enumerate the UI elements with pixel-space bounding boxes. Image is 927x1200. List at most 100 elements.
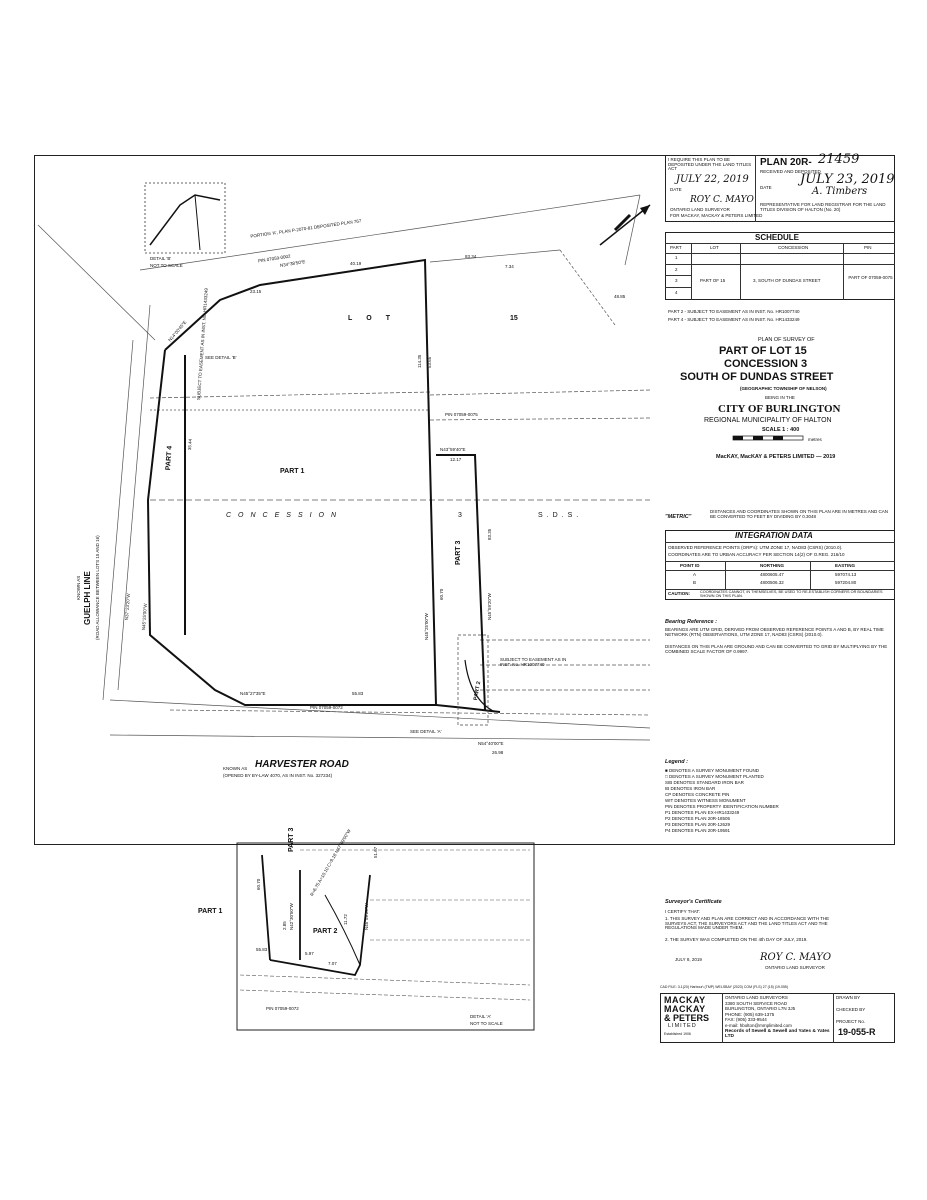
schedule-col-line — [691, 243, 692, 300]
detail-a-distance-6: 51.67 — [373, 846, 378, 858]
road-known-as: KNOWN AS — [223, 766, 248, 771]
distance-3: 55.83 — [352, 691, 364, 696]
surveyor-firm-top: FOR MACKAY, MACKAY & PETERS LIMITED — [670, 213, 763, 218]
certificate-signature: ROY C. MAYO — [760, 952, 832, 963]
detail-a-part3: PART 3 — [288, 827, 295, 852]
detail-a-part1: PART 1 — [198, 908, 223, 915]
integration-observed: OBSERVED REFERENCE POINTS (ORP's): UTM Z… — [668, 545, 843, 550]
firm-name-4: LIMITED — [668, 1023, 697, 1029]
lot-line-top — [429, 249, 561, 263]
certificate-signer-title: ONTARIO LAND SURVEYOR — [765, 965, 825, 970]
pin-0075-label: PIN 07059-0075 — [445, 412, 478, 417]
certificate-title: Surveyor's Certificate — [665, 899, 722, 905]
firm-address: BURLINGTON, ONTARIO L7N 3J5 — [725, 1006, 796, 1011]
cad-file: CAD FILE: 3-1(20) Harbour\ (TMP) WELSBAY… — [660, 985, 789, 989]
north-arrow-icon — [599, 204, 651, 246]
detail-a-scale: NOT TO SCALE — [470, 1021, 503, 1026]
registrar-note: REPRESENTATIVE FOR LAND REGISTRAR FOR TH… — [760, 202, 886, 212]
integration-header-point: POINT ID — [680, 563, 700, 568]
legend-item: P2 DENOTES PLAN 20R-18505 — [665, 816, 731, 821]
legend-item: ■ DENOTES A SURVEY MONUMENT FOUND — [665, 768, 759, 773]
detail-b-scale: NOT TO SCALE — [150, 263, 183, 268]
see-detail-a-label: SEE DETAIL 'A' — [410, 729, 442, 734]
bearing-6: N45°59'20"W — [487, 593, 492, 620]
schedule-note-2: PART 4 - SUBJECT TO EASEMENT AS IN INST.… — [668, 317, 800, 322]
integration-header-northing: NORTHING — [760, 563, 784, 568]
plan-number: 21459 — [818, 152, 860, 167]
received-date: JULY 23, 2019 — [800, 172, 895, 187]
detail-a-part2: PART 2 — [313, 928, 338, 935]
bearing-3: N45°27'35"E — [240, 691, 266, 696]
firm-email: e-mail: hbolton@mmplimited.com — [725, 1022, 792, 1028]
detail-a-box — [236, 842, 535, 1031]
distance-13: 83.34 — [465, 254, 477, 259]
deposit-date-label: DATE — [670, 187, 682, 192]
detail-b-line — [149, 194, 221, 246]
lot-label: LOT — [348, 315, 404, 322]
guelph-line-edge-2 — [117, 304, 151, 691]
schedule-title: SCHEDULE — [755, 233, 800, 242]
schedule-part-1: 1 — [675, 255, 678, 260]
detail-a-west-line — [261, 854, 271, 961]
certificate-item-2: 2. THE SURVEY WAS COMPLETED ON THE 4th D… — [665, 937, 808, 942]
scale-unit: metres — [808, 437, 822, 442]
detail-a-distance-5: 60.70 — [256, 878, 261, 890]
road-edge-north — [109, 699, 651, 729]
title-line-8: REGIONAL MUNICIPALITY OF HALTON — [704, 417, 832, 424]
bearing-2: N43°59'40"E — [440, 447, 466, 452]
schedule-part-4: 4 — [675, 290, 678, 295]
integration-row-line — [665, 589, 895, 590]
title-line-3: CONCESSION 3 — [724, 358, 808, 370]
lot-number: 15 — [510, 315, 518, 322]
surveyor-title-top: ONTARIO LAND SURVEYOR — [670, 207, 730, 212]
legend-item: CP DENOTES CONCRETE PIN — [665, 792, 730, 797]
detail-b-title: DETAIL 'B' — [150, 256, 172, 261]
plan-label: PLAN 20R- — [760, 157, 812, 168]
deposit-date: JULY 22, 2019 — [676, 174, 749, 185]
legend-item: SIB DENOTES STANDARD IRON BAR — [665, 780, 744, 785]
detail-a-distance-4: 11.72 — [343, 914, 348, 925]
easement-hr1007740-label: SUBJECT TO EASEMENT AS IN INST. No. HR10… — [500, 657, 567, 667]
part-line-3 — [149, 391, 431, 399]
integration-row-b-easting: 597204.80 — [835, 580, 857, 585]
firm-address-block: ONTARIO LAND SURVEYORS 3380 SOUTH SERVIC… — [725, 995, 795, 1028]
top-boundary — [139, 194, 641, 271]
parcel-boundary-west-south — [146, 349, 436, 706]
part2-curve — [464, 659, 496, 713]
detail-a-bearing-2: N45°59'20"W — [364, 903, 369, 930]
distance-4: 26.98 — [492, 750, 504, 755]
integration-row-a-id: A — [693, 572, 697, 577]
integration-row-a-northing: 4800605.47 — [760, 572, 784, 577]
title-line-4: SOUTH OF DUNDAS STREET — [680, 371, 834, 383]
firm-name-3: & PETERS — [664, 1013, 710, 1023]
part-line-2 — [429, 417, 651, 421]
detail-b-line-2 — [194, 194, 201, 251]
firm-name-2: MACKAY — [664, 1004, 706, 1014]
legend-item: P3 DENOTES PLAN 20R-12629 — [665, 822, 731, 827]
parcel-boundary-north-east — [164, 258, 501, 713]
integration-col-line — [725, 561, 726, 589]
deposit-note: I REQUIRE THIS PLAN TO BE DEPOSITED UNDE… — [668, 157, 752, 171]
plan-info-box — [665, 155, 895, 222]
detail-a-distance-7: 2.85 — [282, 921, 287, 930]
schedule-row-line — [665, 243, 895, 244]
pin-0072-label: PIN 07059-0072 — [310, 705, 343, 710]
detail-a-parcel — [269, 874, 371, 977]
bearing-text-1: BEARINGS ARE UTM GRID, DERIVED FROM OBSE… — [665, 627, 884, 637]
integration-row-b-id: B — [693, 580, 697, 585]
firm-address: ONTARIO LAND SURVEYORS — [725, 995, 788, 1000]
guelph-known-as: KNOWN AS — [76, 575, 81, 600]
distance-12: 23.15 — [250, 289, 262, 294]
firm-address: 3380 SOUTH SERVICE ROAD — [725, 1000, 788, 1006]
surveyor-signature-top: ROY C. MAYO — [690, 195, 754, 205]
integration-row-a-easting: 597074.13 — [835, 572, 857, 577]
legend-item: IB DENOTES IRON BAR — [665, 786, 716, 791]
legend-item: □ DENOTES A SURVEY MONUMENT PLANTED — [665, 774, 764, 779]
detail-a-bearing-1: N42°30'50"W — [289, 903, 294, 930]
road-edge-mid — [169, 709, 651, 716]
distance-1: 40.19 — [350, 261, 362, 266]
distance-11: 35.44 — [187, 438, 193, 451]
firm-name-1: MACKAY — [664, 995, 706, 1005]
schedule-row-line — [665, 275, 691, 276]
schedule-col-line — [740, 243, 741, 300]
